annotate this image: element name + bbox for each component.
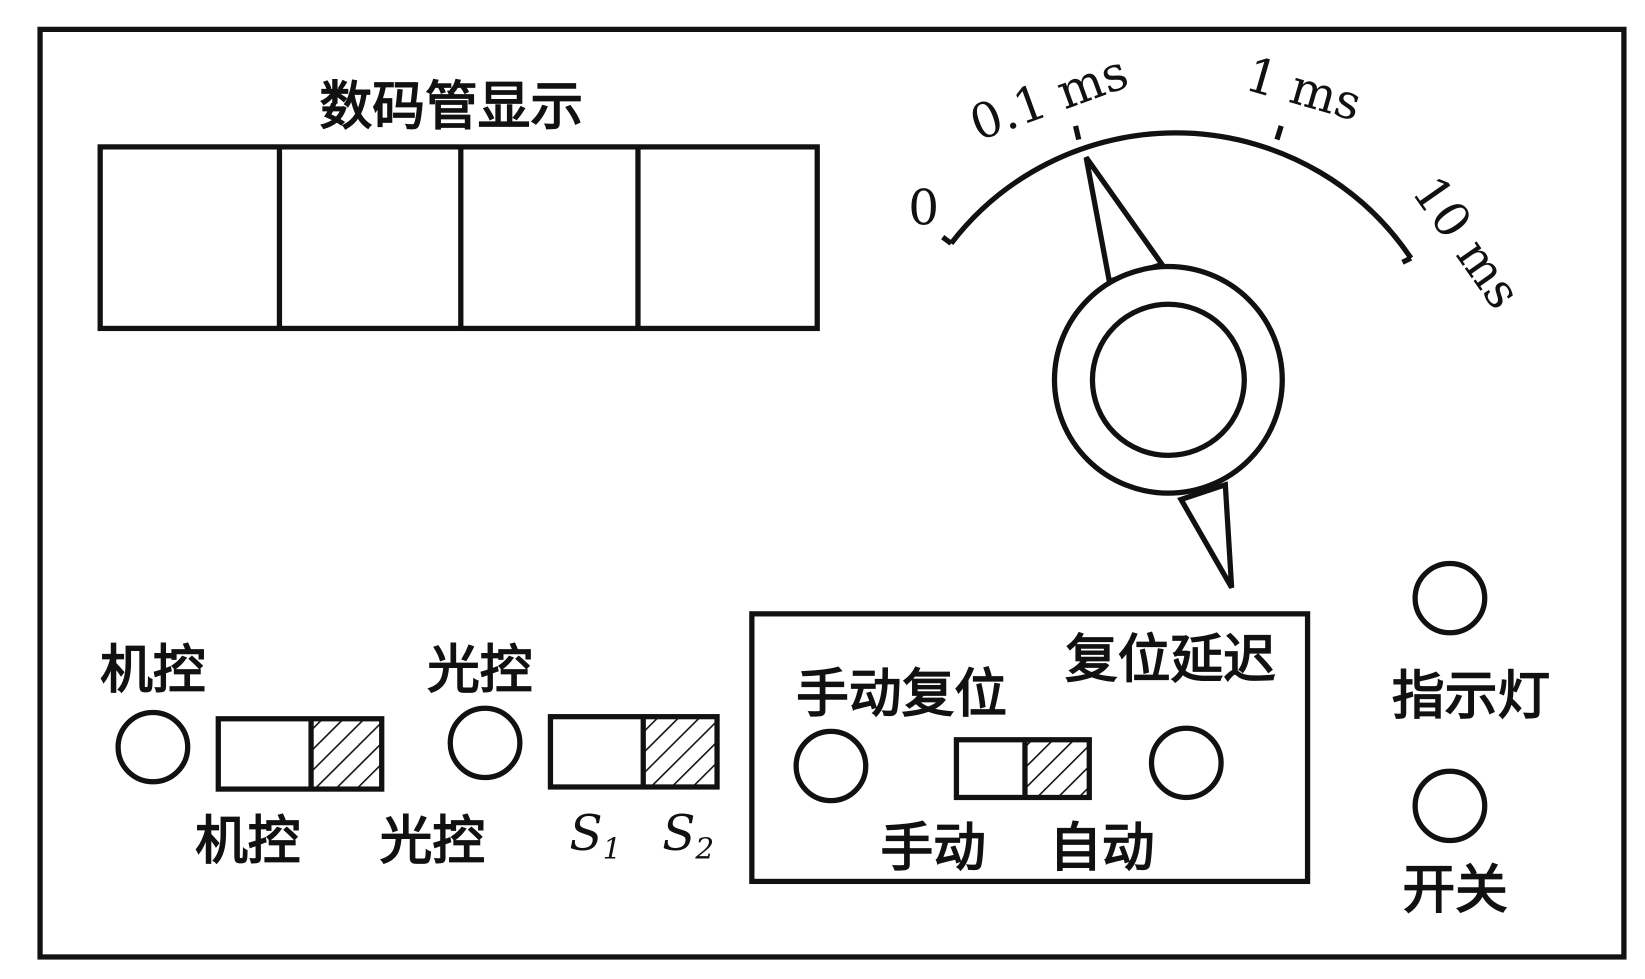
knob-inner xyxy=(1089,301,1247,459)
display-title: 数码管显示 xyxy=(320,76,584,137)
dial-label-0: 0 xyxy=(908,181,939,237)
manual-label: 手动 xyxy=(881,818,986,879)
dial-scale-arc xyxy=(949,130,1414,260)
indicator-lamp xyxy=(1412,560,1488,636)
switch-frame xyxy=(215,716,385,792)
reset-box xyxy=(749,611,1311,885)
dial-tick xyxy=(941,235,953,246)
machine-light-switch[interactable] xyxy=(215,716,385,792)
switch-hatched-side xyxy=(311,718,382,790)
s1-label: S1 xyxy=(569,806,621,865)
dial-pointer-lower xyxy=(1177,481,1235,589)
indicator-label: 指示灯 xyxy=(1392,666,1550,727)
power-switch[interactable] xyxy=(1412,768,1488,844)
machine-control-label: 机控 xyxy=(100,639,205,700)
switch-hatched-side xyxy=(1024,739,1090,798)
knob-outer[interactable] xyxy=(1051,263,1285,496)
dial-tick xyxy=(1401,255,1413,265)
dial-label-1ms: 1 ms xyxy=(1240,47,1368,133)
delay-dial[interactable]: 0 0.1 ms 1 ms 10 ms xyxy=(908,44,1532,589)
power-label: 开关 xyxy=(1402,860,1508,921)
auto-label: 自动 xyxy=(1049,818,1154,879)
reset-delay-label: 复位延迟 xyxy=(1065,629,1276,690)
s1-s2-switch[interactable] xyxy=(547,714,720,790)
dial-label-10ms: 10 ms xyxy=(1401,166,1532,319)
light-control-socket[interactable] xyxy=(447,705,523,781)
light-control-label: 光控 xyxy=(427,639,532,700)
manual-reset-label: 手动复位 xyxy=(796,664,1007,725)
dial-tick xyxy=(1073,125,1082,141)
dial-label-0-1ms: 0.1 ms xyxy=(963,44,1136,152)
switch-label-light: 光控 xyxy=(380,810,485,871)
manual-reset-button[interactable] xyxy=(793,728,869,804)
dial-pointer-upper xyxy=(1083,155,1167,285)
switch-hatched-side xyxy=(643,716,718,787)
reset-delay-socket[interactable] xyxy=(1148,725,1224,801)
machine-control-socket[interactable] xyxy=(115,709,191,785)
dial-tick xyxy=(1274,125,1284,141)
panel-border xyxy=(37,26,1627,960)
switch-frame xyxy=(547,714,720,790)
switch-label-machine: 机控 xyxy=(195,810,300,871)
s2-label: S2 xyxy=(662,806,714,865)
seven-segment-display xyxy=(97,144,820,332)
manual-auto-switch[interactable] xyxy=(953,737,1092,801)
